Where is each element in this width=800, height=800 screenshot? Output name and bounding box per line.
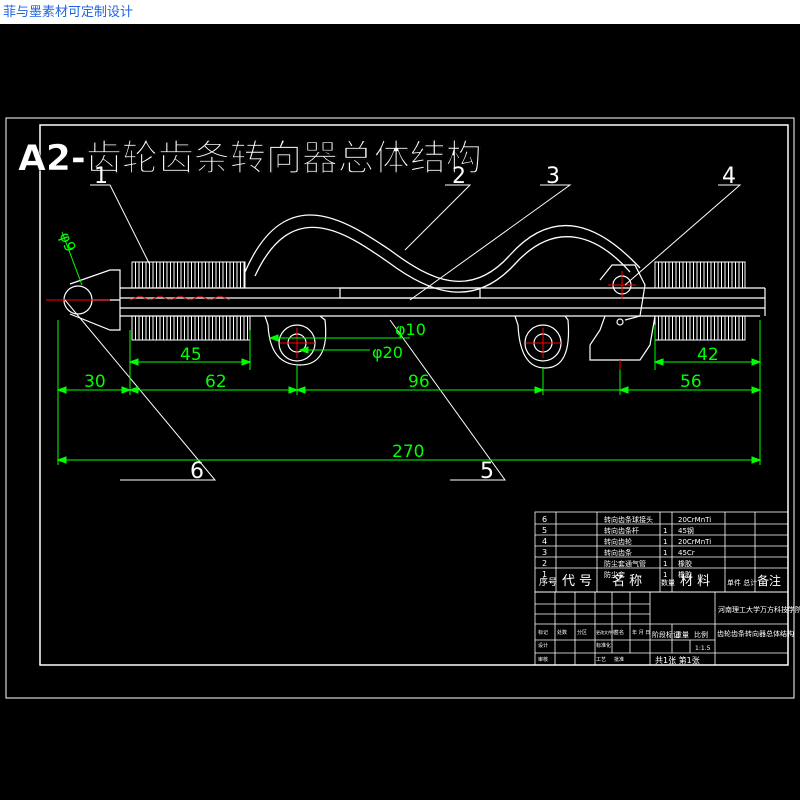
left-bellows bbox=[131, 261, 251, 341]
tb-approve-label: 批准 bbox=[614, 656, 624, 663]
bom-row-name: 转向齿轮 bbox=[604, 537, 632, 546]
tb-mid-sign: 签名 bbox=[614, 629, 624, 636]
drawing-background bbox=[0, 24, 800, 800]
bom-row-name: 转向齿条 bbox=[604, 548, 632, 557]
balloon-5: 5 bbox=[480, 459, 494, 484]
balloon-2: 2 bbox=[452, 164, 466, 189]
tb-mid-file: 更改文件号 bbox=[596, 629, 616, 635]
bom-row-qty: 1 bbox=[663, 538, 667, 546]
dim-42: 42 bbox=[697, 345, 719, 365]
bom-header-no: 序号 bbox=[539, 576, 557, 588]
tb-row-design: 设计 bbox=[538, 642, 548, 649]
bom-row-qty: 1 bbox=[663, 527, 667, 535]
pinion-centerlines bbox=[608, 271, 636, 370]
bom-header-remark: 备注 bbox=[757, 573, 781, 588]
bom-row-no: 3 bbox=[542, 548, 547, 557]
bom-row-no: 1 bbox=[542, 570, 547, 579]
bom-row-no: 4 bbox=[542, 537, 547, 546]
bom-row-qty: 1 bbox=[663, 560, 667, 568]
bom-row-name: 转向齿条杆 bbox=[604, 526, 639, 535]
tb-drawing-name: 齿轮齿条转向器总体结构 bbox=[717, 629, 794, 638]
balloon-6: 6 bbox=[190, 459, 204, 484]
bom-row-no: 6 bbox=[542, 515, 547, 524]
tb-sheets: 共1张 第1张 bbox=[655, 655, 700, 665]
title-block bbox=[534, 591, 789, 666]
bom-row-no: 2 bbox=[542, 559, 547, 568]
watermark: 菲与墨素材可定制设计 bbox=[3, 5, 134, 20]
dim-96: 96 bbox=[408, 372, 430, 392]
bom-row-name: 防尘套通气管 bbox=[604, 559, 646, 568]
tb-weight-label: 重量 bbox=[675, 631, 689, 639]
bom-header-name: 名 称 bbox=[612, 573, 642, 589]
tb-school: 河南理工大学万方科技学院 bbox=[718, 605, 800, 614]
tb-row-audit: 审核 bbox=[538, 656, 548, 663]
tb-row-process: 工艺 bbox=[596, 657, 606, 663]
dimension-lines bbox=[56, 231, 762, 465]
bom-row-material: 橡胶 bbox=[678, 559, 692, 568]
dim-270: 270 bbox=[392, 442, 424, 462]
dim-phi10: φ10 bbox=[395, 320, 426, 339]
dim-phi20: φ20 bbox=[372, 343, 403, 362]
dim-62: 62 bbox=[205, 372, 227, 392]
bom-row-name: 防尘套 bbox=[604, 570, 625, 579]
right-bellows bbox=[654, 261, 746, 341]
dim-45: 45 bbox=[180, 345, 202, 365]
bom-header-qty: 数量 bbox=[661, 578, 675, 587]
leader-lines bbox=[64, 184, 742, 481]
mount-centerlines bbox=[280, 328, 561, 358]
balloon-3: 3 bbox=[546, 164, 560, 189]
bom-header-code: 代 号 bbox=[562, 574, 592, 589]
bom-rows: 6 转向齿条球接头 20CrMnTi 5 转向齿条杆 1 45钢 4 转向齿轮 1 20CrMnTi… bbox=[542, 515, 711, 579]
title-block-text: 河南理工大学万方科技学院 齿轮齿条转向器总体结构 阶段标记 重量 比例 1:1.… bbox=[538, 605, 800, 665]
bom-row-material: 20CrMnTi bbox=[678, 516, 711, 524]
rack-teeth bbox=[129, 295, 231, 301]
bom-header-weight: 单件 总计 bbox=[727, 578, 757, 587]
tb-std-label: 标准化 bbox=[596, 642, 611, 649]
dim-30: 30 bbox=[84, 372, 106, 392]
bom-row-material: 45Cr bbox=[678, 549, 695, 557]
inner-frame bbox=[39, 124, 789, 666]
tb-ratio: 1:1.5 bbox=[695, 645, 711, 652]
bom-row-qty: 1 bbox=[663, 549, 667, 557]
outer-frame bbox=[5, 117, 795, 699]
bom-header-material: 材 料 bbox=[680, 574, 710, 589]
tb-mid-date: 年 月 日 bbox=[632, 629, 650, 636]
balloon-4: 4 bbox=[722, 164, 736, 189]
bom-row-name: 转向齿条球接头 bbox=[604, 515, 653, 524]
tb-ratio-label: 比例 bbox=[694, 630, 708, 639]
tb-mid-zone: 分区 bbox=[577, 629, 587, 636]
bom-row-no: 5 bbox=[542, 526, 547, 535]
tb-row-mark: 标记 bbox=[538, 629, 548, 636]
bom-row-material: 20CrMnTi bbox=[678, 538, 711, 546]
bom-row-material: 橡胶 bbox=[678, 570, 692, 579]
bom-header: 序号 代 号 名 称 数量 材 料 单件 总计 备注 bbox=[539, 573, 781, 589]
bom-row-material: 45钢 bbox=[678, 526, 694, 535]
balloon-1: 1 bbox=[94, 164, 108, 189]
tb-stage-label: 阶段标记 bbox=[652, 630, 680, 639]
drawing-title: A2-齿轮齿条转向器总体结构 bbox=[18, 138, 482, 179]
dim-56: 56 bbox=[680, 372, 702, 392]
bom-row-qty: 1 bbox=[663, 571, 667, 579]
tb-mid-count: 处数 bbox=[557, 629, 567, 636]
dim-phi9: φ9 bbox=[56, 230, 80, 254]
